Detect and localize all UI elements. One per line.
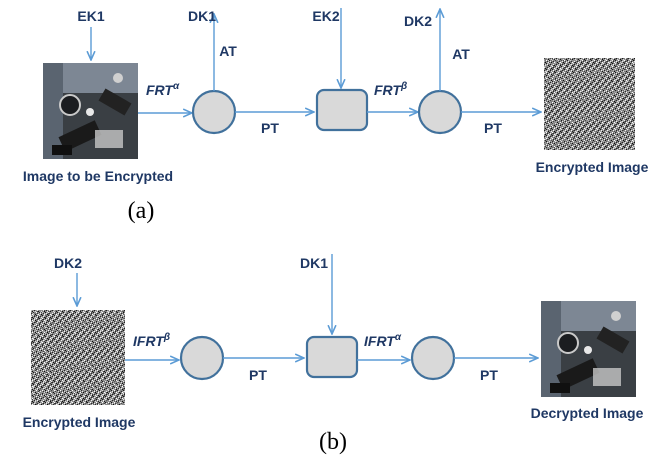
panel-b-caption: (b) bbox=[319, 429, 347, 455]
at1-label: AT bbox=[219, 43, 237, 59]
at2-label: AT bbox=[452, 46, 470, 62]
pt2-label: PT bbox=[484, 120, 502, 136]
amplitude-phase-node-1-b bbox=[179, 335, 225, 381]
key-ek2-label: EK2 bbox=[312, 8, 339, 24]
encrypted-image-caption-b: Encrypted Image bbox=[23, 414, 136, 430]
encrypted-image-caption: Encrypted Image bbox=[536, 159, 649, 175]
pt1-label-b: PT bbox=[249, 367, 267, 383]
key-ek1-label: EK1 bbox=[77, 8, 104, 24]
key-mask-box-1 bbox=[315, 88, 369, 132]
frt-beta-label: FRTβ bbox=[374, 81, 407, 98]
encrypted-image-noise-b bbox=[31, 310, 125, 405]
decrypted-image-photo bbox=[541, 301, 636, 397]
amplitude-phase-split-node-1 bbox=[191, 89, 237, 135]
encrypted-image-noise bbox=[544, 58, 635, 150]
panel-a-caption: (a) bbox=[128, 198, 155, 224]
panel-b: DK2 IFRTβ PT DK1 IFRTα PT bbox=[23, 254, 644, 455]
key-dk2-label-b: DK2 bbox=[54, 255, 82, 271]
amplitude-phase-split-node-2 bbox=[417, 89, 463, 135]
input-image-photo bbox=[43, 63, 138, 159]
key-dk1-label: DK1 bbox=[188, 8, 216, 24]
key-dk1-label-b: DK1 bbox=[300, 255, 328, 271]
decrypted-image-caption: Decrypted Image bbox=[531, 405, 644, 421]
pt2-label-b: PT bbox=[480, 367, 498, 383]
input-image-caption: Image to be Encrypted bbox=[23, 168, 173, 184]
panel-a: EK1 FRTα DK1 AT PT EK2 FRTβ DK2 AT PT bbox=[23, 8, 649, 224]
key-dk2-label: DK2 bbox=[404, 13, 432, 29]
amplitude-phase-node-2-b bbox=[410, 335, 456, 381]
ifrt-beta-label: IFRTβ bbox=[133, 332, 170, 349]
key-mask-box-b bbox=[305, 335, 359, 379]
ifrt-alpha-label: IFRTα bbox=[364, 332, 402, 349]
frt-alpha-label: FRTα bbox=[146, 81, 180, 98]
pt1-label: PT bbox=[261, 120, 279, 136]
